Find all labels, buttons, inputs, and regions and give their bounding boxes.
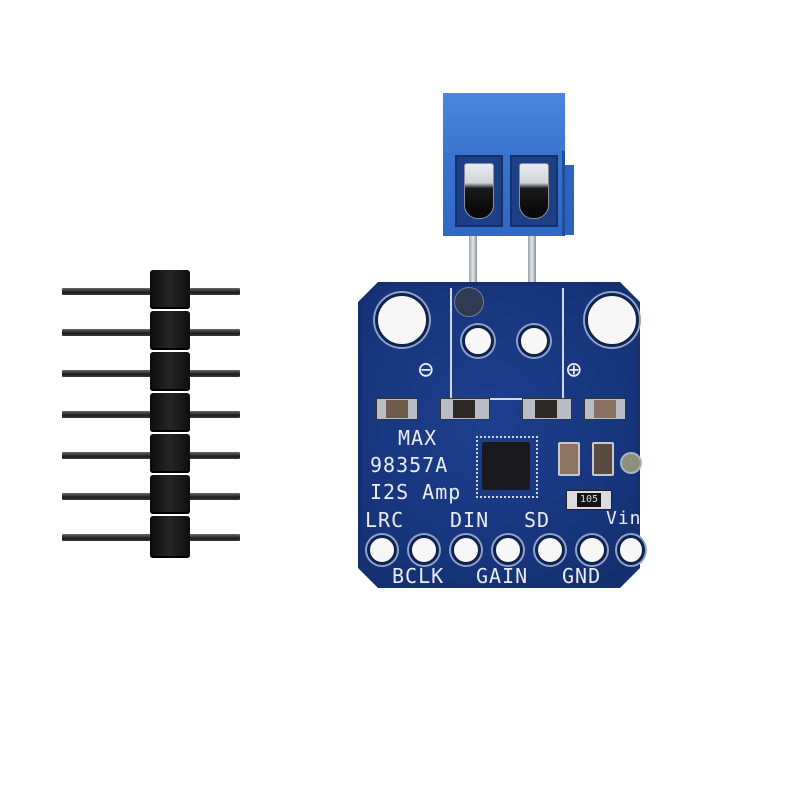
- header-housing-segment: [150, 393, 190, 432]
- screw-icon: [464, 163, 494, 219]
- header-housing-segment: [150, 311, 190, 350]
- header-housing-segment: [150, 270, 190, 309]
- terminal-pad-left: [462, 325, 494, 357]
- pin-pad: [493, 535, 523, 565]
- chip-label-line3: I2S Amp: [370, 480, 462, 504]
- pin-pad: [577, 535, 607, 565]
- header-housing-segment: [150, 434, 190, 473]
- pin-label-lrc: LRC: [365, 508, 405, 532]
- mounting-hole-right: [585, 293, 639, 347]
- header-housing-segment: [150, 475, 190, 514]
- pin-pad: [451, 535, 481, 565]
- header-housing-segment: [150, 516, 190, 558]
- pin-label-sd: SD: [524, 508, 551, 532]
- header-housing-segment: [150, 352, 190, 391]
- pin-label-gain: GAIN: [476, 564, 529, 588]
- solder-joint: [454, 287, 484, 317]
- minus-polarity-icon: ⊖: [418, 355, 435, 385]
- pin-pad: [617, 535, 645, 565]
- smd-capacitor: [522, 398, 572, 420]
- max98357a-chip: [482, 442, 530, 490]
- plus-polarity-icon: ⊕: [566, 355, 583, 385]
- smd-capacitor: [592, 442, 614, 476]
- fiducial-mark: [620, 452, 642, 474]
- pin-label-gnd: GND: [562, 564, 602, 588]
- pin-label-vin: Vin: [606, 508, 642, 529]
- chip-label-line1: MAX: [398, 426, 438, 450]
- resistor-marking: 105: [577, 493, 601, 507]
- terminal-outline: [450, 288, 564, 400]
- terminal-leg-right: [528, 222, 536, 298]
- smd-capacitor: [584, 398, 626, 420]
- pin-label-din: DIN: [450, 508, 490, 532]
- terminal-pad-right: [518, 325, 550, 357]
- smd-capacitor: [440, 398, 490, 420]
- pin-pad: [367, 535, 397, 565]
- terminal-slot-left: [455, 155, 503, 227]
- mounting-hole-left: [375, 293, 429, 347]
- ic-outline: [476, 436, 538, 498]
- terminal-slot-right: [510, 155, 558, 227]
- screw-icon: [519, 163, 549, 219]
- terminal-side-tab: [565, 165, 574, 235]
- chip-label-line2: 98357A: [370, 453, 449, 477]
- terminal-leg-left: [469, 222, 477, 302]
- smd-resistor: 105: [566, 490, 612, 510]
- pin-pad: [535, 535, 565, 565]
- pin-label-bclk: BCLK: [392, 564, 445, 588]
- pin-pad: [409, 535, 439, 565]
- screw-terminal-top: [443, 93, 565, 151]
- smd-capacitor: [558, 442, 580, 476]
- smd-capacitor: [376, 398, 418, 420]
